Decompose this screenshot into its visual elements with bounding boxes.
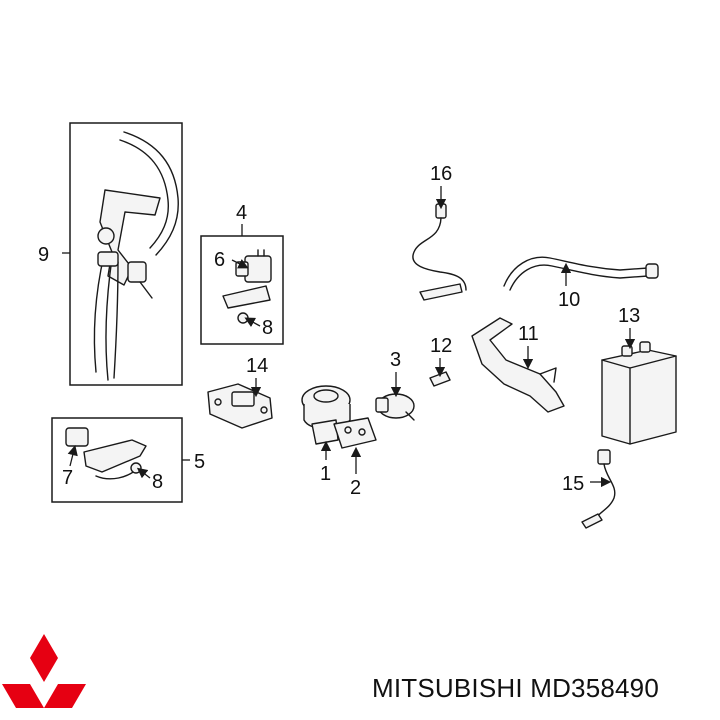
part-13-canister: 13	[601, 305, 677, 445]
callout-4: 4	[236, 202, 247, 224]
part-group-5: 5 7 8	[51, 417, 205, 503]
callout-14: 14	[246, 355, 268, 377]
callout-12: 12	[430, 335, 452, 357]
callout-13: 13	[618, 305, 640, 327]
callout-6: 6	[214, 249, 225, 271]
callout-8-upper: 8	[262, 317, 273, 339]
mitsubishi-logo	[2, 634, 86, 708]
part-9-hose-assembly	[93, 131, 179, 381]
callout-1: 1	[320, 463, 331, 485]
part-7-solenoid	[65, 427, 89, 447]
part-12-sensor: 12	[429, 335, 452, 387]
part-2-gasket	[333, 417, 377, 449]
callout-16: 16	[430, 163, 452, 185]
gasket-plate	[222, 285, 271, 309]
brand-part-number: MITSUBISHI MD358490	[372, 673, 659, 703]
part-6-solenoid-valve	[235, 249, 272, 283]
callout-15: 15	[562, 473, 584, 495]
part-11-bracket: 11	[471, 317, 565, 413]
logo-diamond-right	[44, 684, 86, 708]
callout-5: 5	[194, 451, 205, 473]
callout-9: 9	[38, 244, 49, 266]
callout-3: 3	[390, 349, 401, 371]
part-10-hose: 10	[503, 256, 659, 311]
logo-diamond-left	[2, 684, 44, 708]
part-8-nut-lower	[130, 462, 142, 474]
logo-diamond-top	[30, 634, 58, 682]
group-9-frame	[69, 122, 183, 386]
bracket-plate	[83, 439, 147, 473]
part-8-nut-upper	[237, 312, 249, 324]
callout-7: 7	[62, 467, 73, 489]
part-16-oxygen-sensor: 16	[412, 163, 467, 301]
part-14-module: 14	[207, 355, 273, 429]
part-15-sensor: 15	[562, 449, 616, 529]
part-group-4: 4 6 8	[200, 202, 284, 345]
callout-11: 11	[518, 323, 539, 345]
callout-2: 2	[350, 477, 361, 499]
callout-10: 10	[558, 289, 580, 311]
part-3-solenoid: 3	[375, 349, 415, 421]
callout-8-lower: 8	[152, 471, 163, 493]
part-group-9: 9	[38, 122, 183, 386]
